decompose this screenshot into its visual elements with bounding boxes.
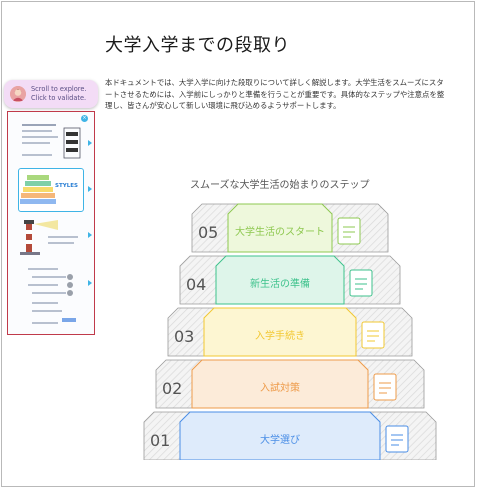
avatar [10,86,26,102]
thumbnail-3-preview [20,220,78,255]
thumbnail-styles-label: STYLES [55,183,78,189]
scroll-tooltip[interactable]: Scroll to explore. Click to validate. [4,80,98,108]
thumbnail-4-arrow-icon [88,280,92,286]
intro-paragraph: 本ドキュメントでは、大学入学に向けた段取りについて詳しく解説します。大学生活をス… [105,78,445,111]
graduation-icon [337,217,361,245]
step-label: 大学選び [260,433,300,446]
tooltip-line-2: Click to validate. [31,94,87,102]
thumbnail-1-preview [22,124,81,159]
step-row-01: 01 大学選び [143,411,437,460]
people-icon [361,321,385,349]
step-label: 新生活の準備 [250,277,310,290]
step-label: 大学生活のスタート [235,225,325,238]
page-title: 大学入学までの段取り [105,35,290,56]
tooltip-line-1: Scroll to explore. [31,85,87,93]
step-number: 05 [198,223,218,242]
stairs-diagram: 05 大学生活のスタート 04 新生活の準備 03 入学手続き 02 入試対策 01 大学選び [143,203,437,460]
step-band [179,411,381,460]
step-band [203,307,357,357]
diagram-title: スムーズな大学生活の始まりのステップ [190,180,370,191]
step-label: 入学手続き [255,329,305,342]
thumbnail-2-preview [20,175,56,204]
step-number: 04 [186,275,206,294]
step-row-05: 05 大学生活のスタート [191,203,389,253]
step-band [215,255,345,305]
step-band [227,203,333,253]
tooltip-text: Scroll to explore. Click to validate. [31,85,93,103]
step-row-02: 02 入試対策 [155,359,425,409]
thumbnail-3[interactable] [18,216,84,260]
step-row-04: 04 新生活の準備 [179,255,401,305]
thumbnail-4-preview [28,268,76,324]
step-label: 入試対策 [260,381,300,394]
thumbnail-1-arrow-icon [88,140,92,146]
close-icon[interactable]: × [81,115,88,122]
thumbnail-4[interactable] [18,264,84,330]
step-band [191,359,369,409]
bookshelf-icon [349,269,373,297]
thumbnail-2[interactable]: STYLES [18,168,84,212]
school-building-icon [385,425,409,453]
step-number: 02 [162,379,182,398]
step-number: 03 [174,327,194,346]
thumbnail-2-arrow-icon [88,186,92,192]
thumbnail-3-arrow-icon [88,232,92,238]
document-icon [373,373,397,401]
thumbnail-1[interactable] [18,120,84,164]
step-number: 01 [150,431,170,450]
thumbnail-panel[interactable]: × STYLES [7,111,95,335]
step-row-03: 03 入学手続き [167,307,413,357]
